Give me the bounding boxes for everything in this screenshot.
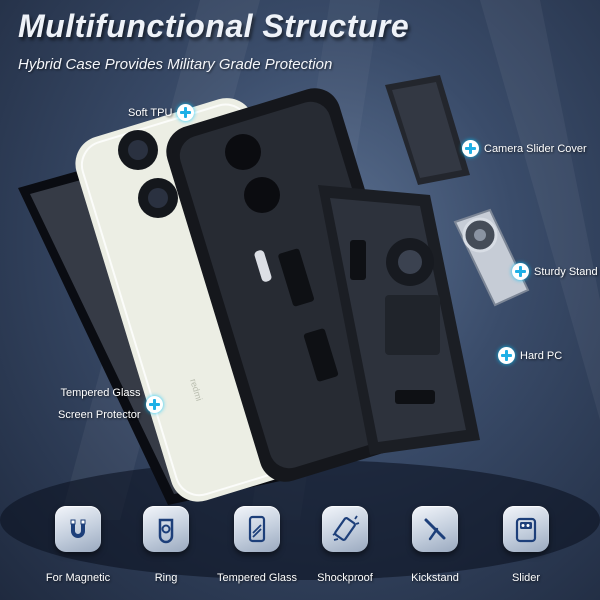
feature-tile (322, 506, 368, 552)
feature-label: Tempered Glass (216, 572, 298, 584)
plus-icon (498, 347, 515, 364)
plus-icon (462, 140, 479, 157)
feature-label: Shockproof (317, 572, 373, 584)
feature-label: For Magnetic (45, 572, 111, 584)
feature-strip: For Magnetic Ring Tempered Glass (0, 506, 600, 600)
plus-icon (177, 104, 195, 121)
tempered-glass-icon (248, 515, 266, 543)
callout-label: Camera Slider Cover (484, 142, 587, 155)
feature-label: Ring (154, 572, 178, 584)
feature-tempered-glass: Tempered Glass (209, 506, 305, 584)
feature-kickstand: Kickstand (387, 506, 483, 584)
feature-tile (503, 506, 549, 552)
callout-label: Tempered Glass Screen Protector (58, 382, 141, 426)
feature-label: Slider (511, 572, 541, 584)
ring-icon (158, 518, 174, 544)
callout-label: Soft TPU (128, 106, 173, 119)
feature-tile (143, 506, 189, 552)
ring-stand (453, 208, 530, 307)
callout-camera-slider-cover: Camera Slider Cover (462, 140, 587, 157)
shockproof-icon (332, 515, 360, 541)
page-subtitle: Hybrid Case Provides Military Grade Prot… (18, 56, 333, 73)
plus-icon (145, 395, 163, 413)
feature-magnetic: For Magnetic (30, 506, 126, 584)
camera-slider-cover (385, 75, 470, 185)
slider-icon (515, 517, 537, 543)
callout-sturdy-stand: Sturdy Stand (512, 263, 598, 280)
feature-ring: Ring (118, 506, 214, 584)
kickstand-icon (424, 518, 446, 541)
callout-label: Hard PC (520, 349, 563, 362)
feature-tile (55, 506, 101, 552)
feature-shockproof: Shockproof (297, 506, 393, 584)
feature-tile (234, 506, 280, 552)
magnet-icon (70, 519, 86, 538)
callout-hard-pc: Hard PC (498, 347, 562, 364)
callout-label-line2: Screen Protector (58, 409, 141, 421)
callout-soft-tpu: Soft TPU (128, 104, 195, 121)
page-title: Multifunctional Structure (18, 8, 410, 44)
callout-label: Sturdy Stand (534, 265, 598, 278)
callout-tempered-glass: Tempered Glass Screen Protector (58, 382, 163, 426)
hard-pc-frame (318, 185, 480, 455)
callout-label-line1: Tempered Glass (60, 387, 141, 399)
feature-tile (412, 506, 458, 552)
feature-slider: Slider (478, 506, 574, 584)
feature-label: Kickstand (411, 572, 459, 584)
plus-icon (512, 263, 529, 280)
